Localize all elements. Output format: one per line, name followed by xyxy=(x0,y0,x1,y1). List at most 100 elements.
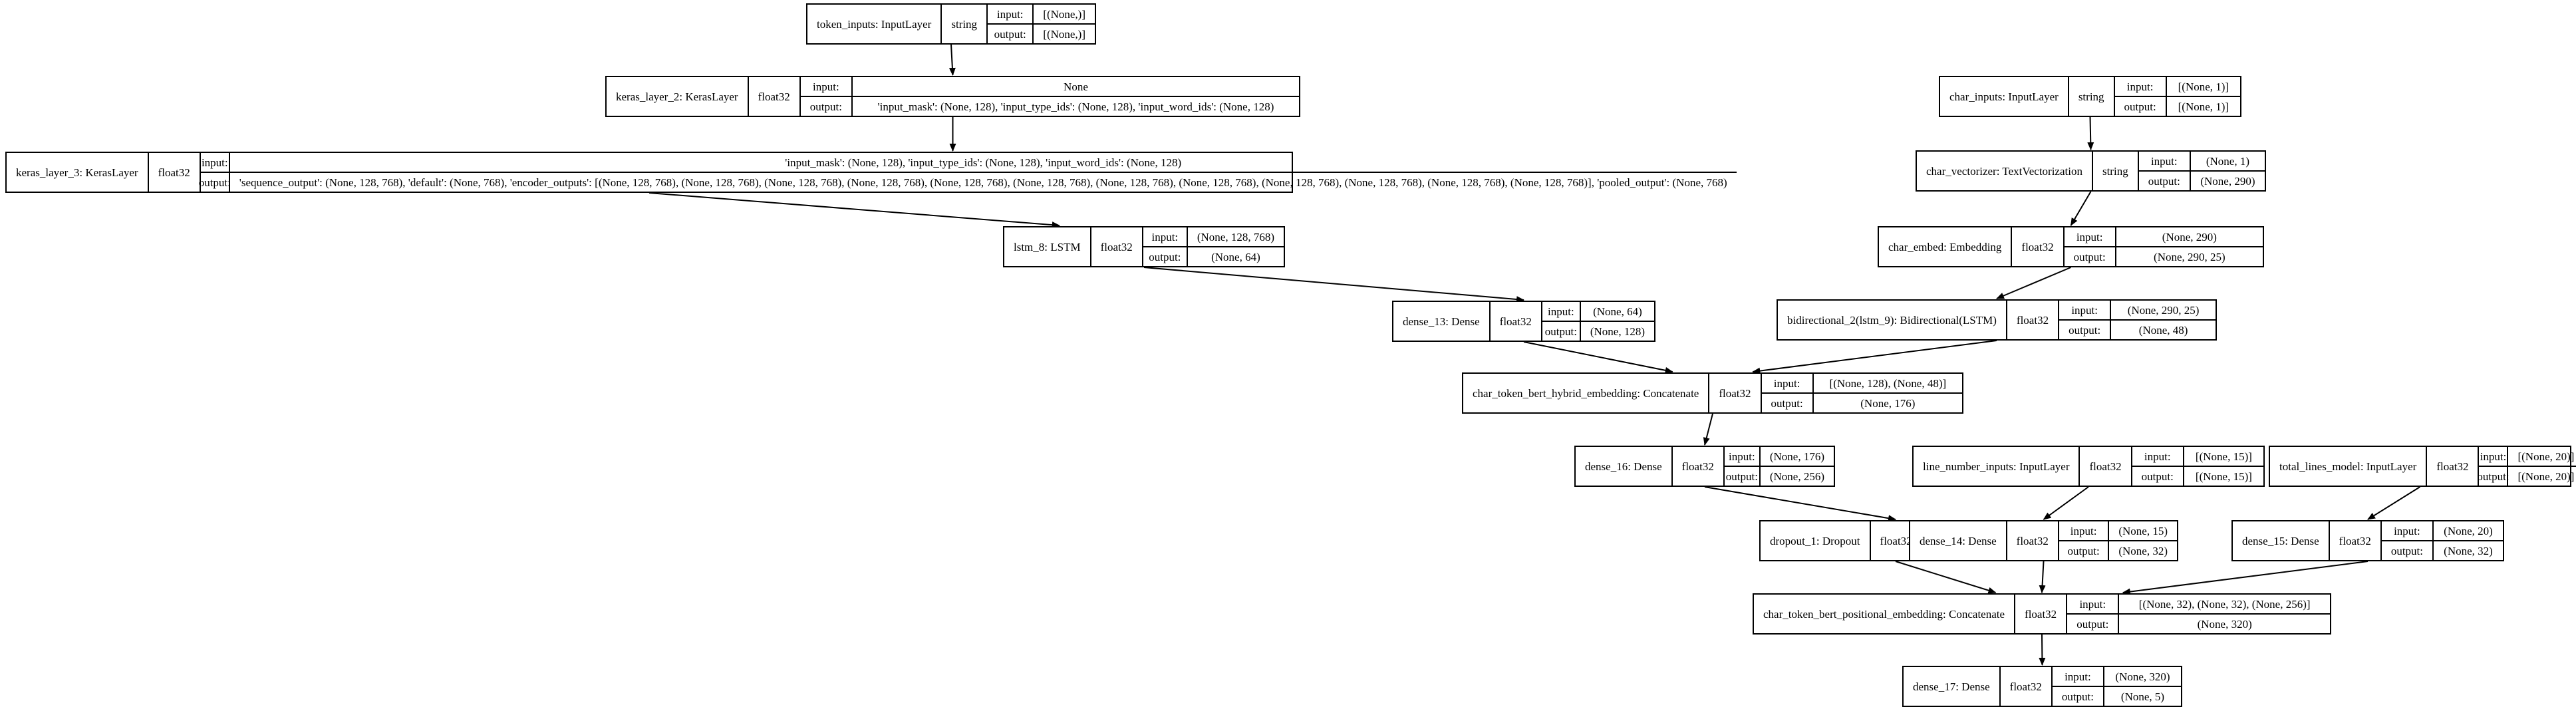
layer-name: dense_16: Dense xyxy=(1576,447,1673,486)
layer-dtype: float32 xyxy=(149,153,201,192)
input-label: input: xyxy=(1151,230,1179,243)
output-label: output: xyxy=(1761,392,1812,412)
layer-dtype: float32 xyxy=(2001,667,2053,706)
output-label: output: xyxy=(2114,96,2166,116)
edge-char-vectorizer-to-char-embed xyxy=(2070,191,2092,226)
input-shape: (None, 15) xyxy=(2118,524,2168,537)
output-label: output: xyxy=(1143,246,1187,266)
layer-name: dense_14: Dense xyxy=(1910,521,2007,560)
output-label: output: xyxy=(2132,466,2183,486)
edge-line-number-inputs-to-dense-14 xyxy=(2043,486,2089,520)
input-label: input: xyxy=(1773,376,1800,390)
layer-name: dense_17: Dense xyxy=(1904,667,2001,706)
input-label: input: xyxy=(2394,524,2420,537)
layer-name: dropout_1: Dropout xyxy=(1761,521,1871,560)
input-shape: [(None, 32), (None, 32), (None, 256)] xyxy=(2138,597,2311,611)
input-shape: [(None, 15)] xyxy=(2195,450,2252,463)
input-label: input: xyxy=(2480,450,2507,463)
input-label: input: xyxy=(813,80,839,93)
input-shape: (None, 176) xyxy=(1769,450,1824,463)
output-label: output: xyxy=(800,96,851,116)
output-shape: (None, 32) xyxy=(2434,540,2503,560)
edge-dense-13-to-char-token-bert-hybrid-embedding xyxy=(1523,341,1673,374)
layer-dtype: float32 xyxy=(749,77,801,116)
edge-dense-16-to-dropout-1 xyxy=(1704,486,1896,522)
output-label: output: xyxy=(2381,540,2432,560)
input-shape: (None, 128, 768) xyxy=(1197,230,1274,243)
input-shape: (None, 64) xyxy=(1593,305,1642,318)
output-shape: (None, 32) xyxy=(2109,540,2177,560)
input-shape: [(None, 20)] xyxy=(2517,450,2575,463)
layer-name: dense_15: Dense xyxy=(2233,521,2330,560)
input-label: input: xyxy=(2071,303,2098,317)
output-shape: [(None,)] xyxy=(1034,23,1095,43)
output-shape: [(None, 15)] xyxy=(2184,466,2263,486)
layer-dtype: float32 xyxy=(2080,447,2132,486)
input-label: input: xyxy=(2076,230,2103,243)
layer-node-char-token-bert-hybrid-embedding: char_token_bert_hybrid_embedding: Concat… xyxy=(1462,372,1963,414)
edge-lstm-8-to-dense-13 xyxy=(1143,267,1524,303)
edge-char-token-bert-hybrid-embedding-to-dense-16 xyxy=(1703,413,1713,446)
layer-name: keras_layer_2: KerasLayer xyxy=(607,77,749,116)
layer-name: char_inputs: InputLayer xyxy=(1940,77,2069,116)
layer-name: char_token_bert_positional_embedding: Co… xyxy=(1754,595,2016,633)
layer-name: char_token_bert_hybrid_embedding: Concat… xyxy=(1463,374,1710,412)
layer-dtype: float32 xyxy=(1673,447,1725,486)
output-label: output: xyxy=(2477,466,2509,486)
layer-dtype: float32 xyxy=(1709,374,1762,412)
edge-char-inputs-to-char-vectorizer xyxy=(2087,116,2094,150)
layer-dtype: float32 xyxy=(2427,447,2480,486)
output-shape: (None, 290) xyxy=(2190,170,2265,190)
output-shape: (None, 128) xyxy=(1580,321,1654,341)
input-label: input: xyxy=(2079,597,2106,611)
layer-name: total_lines_model: InputLayer xyxy=(2270,447,2428,486)
layer-name: bidirectional_2(lstm_9): Bidirectional(L… xyxy=(1778,301,2007,339)
output-label: output: xyxy=(2052,686,2103,706)
output-label: output: xyxy=(2059,319,2110,339)
output-shape: (None, 256) xyxy=(1760,466,1834,486)
input-label: input: xyxy=(2065,670,2091,683)
edge-char-embed-to-bidirectional-2 xyxy=(1996,267,2071,299)
output-shape: (None, 290, 25) xyxy=(2116,246,2263,266)
edge-dropout-1-to-char-token-bert-positional-embedding xyxy=(1895,561,1997,594)
input-shape: 'input_mask': (None, 128), 'input_type_i… xyxy=(785,156,1182,169)
edge-dense-15-to-char-token-bert-positional-embedding xyxy=(2122,561,2368,595)
input-label: input: xyxy=(2144,450,2171,463)
output-label: output: xyxy=(2067,613,2118,633)
input-shape: [(None,)] xyxy=(1043,7,1085,21)
layer-name: lstm_8: LSTM xyxy=(1004,227,1091,266)
input-shape: (None, 320) xyxy=(2115,670,2170,683)
output-label: output: xyxy=(988,23,1033,43)
edge-total-lines-model-to-dense-15 xyxy=(2367,486,2421,520)
input-label: input: xyxy=(2126,80,2154,93)
edge-token-inputs-to-keras-layer-2 xyxy=(948,44,956,76)
edge-keras-layer-3-to-lstm-8 xyxy=(648,192,1060,229)
layer-node-bidirectional-2: bidirectional_2(lstm_9): Bidirectional(L… xyxy=(1777,299,2217,341)
layer-name: char_embed: Embedding xyxy=(1879,227,2013,266)
output-label: output: xyxy=(2064,246,2115,266)
output-shape: (None, 320) xyxy=(2119,613,2330,633)
layer-dtype: float32 xyxy=(2007,301,2060,339)
edge-bidirectional-2-to-char-token-bert-hybrid-embedding xyxy=(1752,340,1997,374)
edge-char-token-bert-positional-embedding-to-dense-17 xyxy=(2039,634,2046,666)
input-shape: (None, 1) xyxy=(2206,154,2250,168)
input-label: input: xyxy=(1729,450,1755,463)
input-label: input: xyxy=(201,156,228,169)
layer-dtype: float32 xyxy=(2330,521,2382,560)
input-shape: None xyxy=(1064,80,1088,93)
layer-dtype: string xyxy=(2069,77,2115,116)
layer-dtype: float32 xyxy=(2015,595,2068,633)
layer-name: token_inputs: InputLayer xyxy=(807,5,942,43)
